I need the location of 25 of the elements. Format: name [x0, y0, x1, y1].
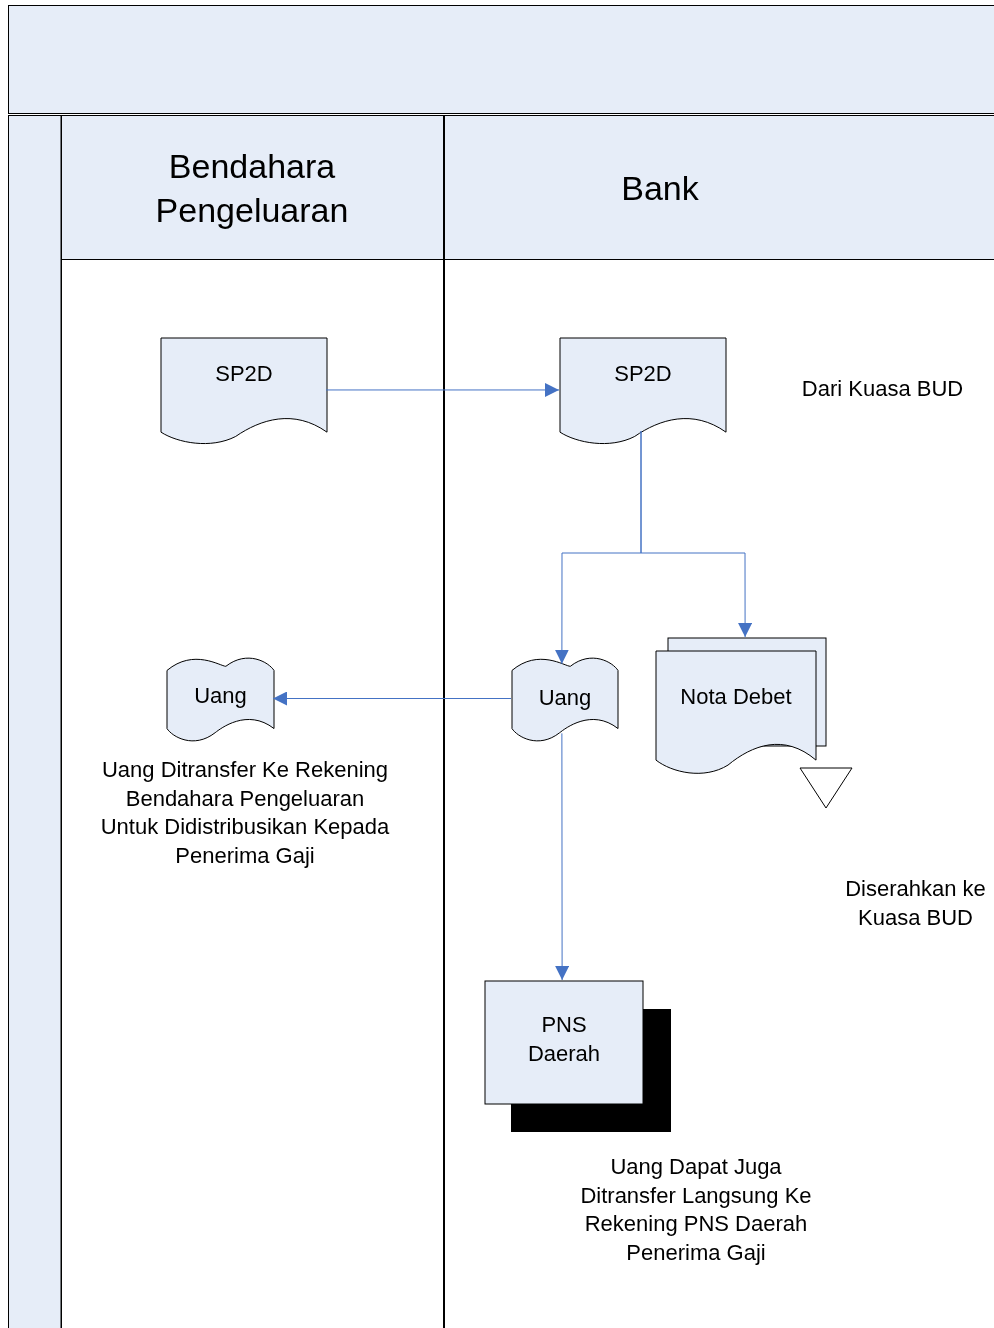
process-box-with-shadow [485, 981, 671, 1132]
arrow [555, 732, 570, 981]
node-label: SP2D [613, 360, 673, 388]
document-shape [161, 338, 327, 445]
document-shape [560, 338, 726, 445]
node-label: Nota Debet [679, 683, 793, 711]
multi-document-shape [656, 638, 826, 775]
node-label: PNS Daerah [526, 1011, 602, 1068]
arrow [325, 382, 560, 397]
swimlane [444, 115, 994, 1328]
lane-heading: Bank [620, 167, 700, 209]
arrow [272, 691, 512, 706]
node-label: SP2D [214, 360, 274, 388]
arrow [640, 430, 753, 638]
swimlane [61, 115, 444, 1328]
node-label: Uang [537, 684, 593, 712]
offline-storage-triangle [800, 768, 852, 808]
annotation-text: Uang Dapat Juga Ditransfer Langsung Ke Rekening PNS Daerah Penerima Gaji [579, 1153, 813, 1267]
annotation-text: Diserahkan ke Kuasa BUD [844, 875, 987, 932]
annotation-text: Dari Kuasa BUD [800, 375, 965, 403]
punched-tape-shape [167, 658, 274, 741]
lane-heading: Bendahara Pengeluaran [154, 145, 350, 231]
node-label: Uang [193, 682, 248, 710]
annotation-text: Uang Ditransfer Ke Rekening Bendahara Pengeluaran Untuk Didistribusikan Kepada Penerima Gaji [99, 756, 391, 870]
punched-tape-shape [512, 658, 618, 741]
